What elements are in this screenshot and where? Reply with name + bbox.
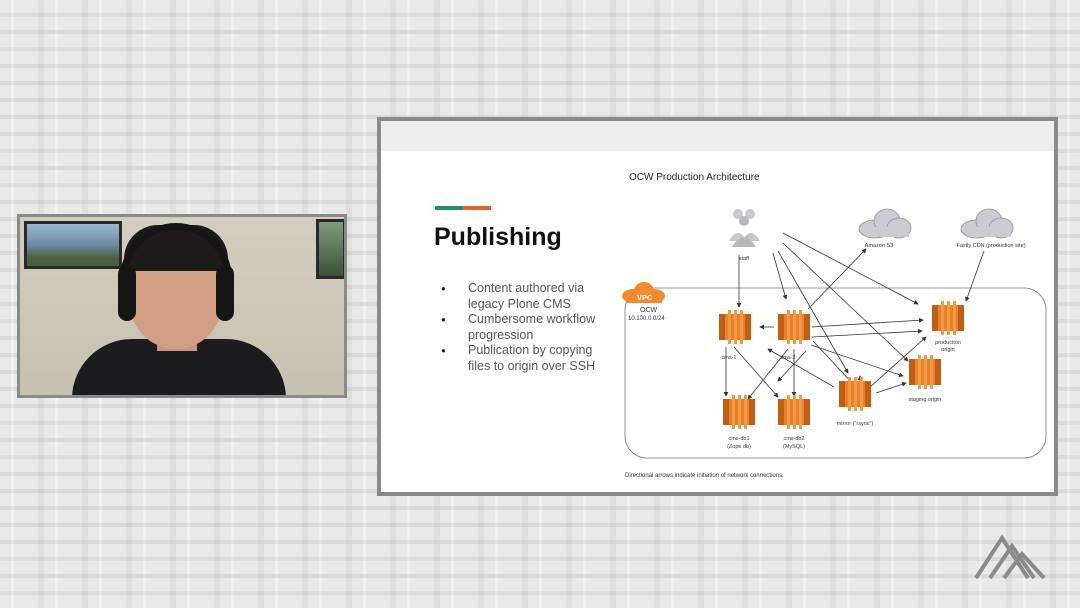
cmsdb2-label-1: cms-db2: [783, 436, 804, 442]
mirror-label: mirror ("rsync"): [837, 421, 874, 427]
cms2-label: cms-2: [781, 355, 796, 361]
slide-top-bar: [381, 121, 1054, 151]
accent-orange: [463, 206, 491, 210]
title-accent-line: [435, 206, 491, 210]
cloud-icon: [858, 208, 912, 239]
diagram-footnote: Directional arrows indicate initiation o…: [625, 473, 784, 479]
staging-label: staging origin: [909, 397, 942, 403]
cloud-icon: [960, 208, 1014, 239]
wall-picture-left: [24, 221, 122, 269]
cdn-label: Fastly CDN (production site): [956, 243, 1025, 249]
bullet-item: Cumbersome workflow progression: [439, 312, 609, 343]
cms1-label: cms-1: [722, 355, 737, 361]
cmsdb2-label-2: (MySQL): [783, 444, 805, 450]
headphones-left: [118, 265, 136, 321]
accent-teal: [435, 206, 463, 210]
cmsdb1-label-2: (Zope db): [727, 444, 751, 450]
server-icon: [909, 355, 941, 389]
server-icon: [932, 301, 964, 335]
architecture-diagram: OCW Production Architecture: [608, 161, 1054, 491]
s3-label: Amazon S3: [865, 243, 893, 249]
server-icon: [719, 310, 751, 344]
headphones-right: [216, 265, 234, 321]
production-label-2: origin: [941, 347, 954, 353]
logo-mountain-icon: [974, 534, 1046, 580]
vpc-cidr: 10.100.0.0/24: [628, 316, 665, 322]
server-icon: [778, 310, 810, 344]
vpc-boundary: [624, 287, 1047, 459]
diagram-title: OCW Production Architecture: [629, 172, 760, 183]
production-label-1: production: [935, 340, 961, 346]
cmsdb1-label-1: cms-db1: [728, 436, 749, 442]
wall-picture-right: [316, 219, 344, 279]
server-icon: [723, 395, 755, 429]
presentation-slide: Publishing Content authored via legacy P…: [377, 117, 1058, 496]
webcam-feed: [17, 214, 347, 398]
vpc-badge-icon: [622, 282, 665, 303]
bullet-item: Publication by copying files to origin o…: [439, 343, 609, 374]
person-group-icon: [729, 209, 760, 247]
vpc-name: OCW: [640, 307, 658, 314]
server-icon: [839, 377, 871, 411]
bullet-list: Content authored via legacy Plone CMS Cu…: [439, 281, 609, 374]
connection-arrows: [723, 232, 985, 400]
vpc-label: VPC: [637, 293, 653, 302]
staff-label: staff: [739, 256, 750, 262]
diagram-canvas: VPC OCW 10.100.0.0/24 staff Amazon S3 Fa…: [622, 208, 1047, 459]
bullet-item: Content authored via legacy Plone CMS: [439, 281, 609, 312]
slide-title: Publishing: [434, 223, 562, 251]
server-icon: [778, 395, 810, 429]
